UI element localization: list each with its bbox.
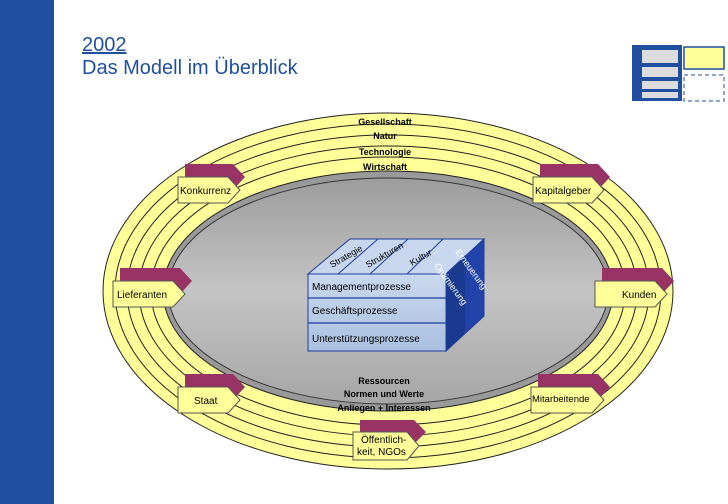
tab-kunden [594,280,668,308]
label-lieferanten: Lieferanten [117,290,167,301]
label-staat: Staat [194,396,218,407]
label-oeffentlich-line2: keit, NGOs [357,447,406,458]
process-unterstuetzung: Unterstützungsprozesse [312,334,420,345]
label-kapitalgeber: Kapitalgeber [535,186,592,197]
block-front-face [307,273,447,352]
layout-icon [632,45,725,102]
label-ressourcen: Ressourcen [358,376,410,386]
ring-label-technologie: Technologie [359,147,411,157]
tab-lieferanten [112,280,186,308]
label-anliegen-interessen: Anliegen + Interessen [337,403,430,413]
process-geschaeft: Geschäftsprozesse [312,306,398,317]
tab-kapitalgeber [532,176,605,204]
title-year: 2002 [82,34,127,56]
title-text: Das Modell im Überblick [82,57,298,79]
label-kunden: Kunden [622,290,656,301]
page-title: 2002 Das Modell im Überblick [82,34,298,80]
tab-mitarbeitende [530,386,605,414]
label-konkurrenz: Konkurrenz [180,186,231,197]
ring-label-gesellschaft: Gesellschaft [358,117,412,127]
process-block [306,237,486,353]
ring-label-natur: Natur [373,131,397,141]
tab-konkurrenz [177,176,241,204]
label-normen-werte: Normen und Werte [344,389,424,399]
label-oeffentlich-line1: Öffentlich- [361,434,406,446]
tab-staat [177,386,241,414]
tab-oeffentlichkeit [352,431,420,461]
label-mitarbeitende: Mitarbeitende [532,394,590,405]
left-brand-bar [0,0,54,504]
process-management: Managementprozesse [312,282,411,293]
ring-label-wirtschaft: Wirtschaft [363,162,407,172]
